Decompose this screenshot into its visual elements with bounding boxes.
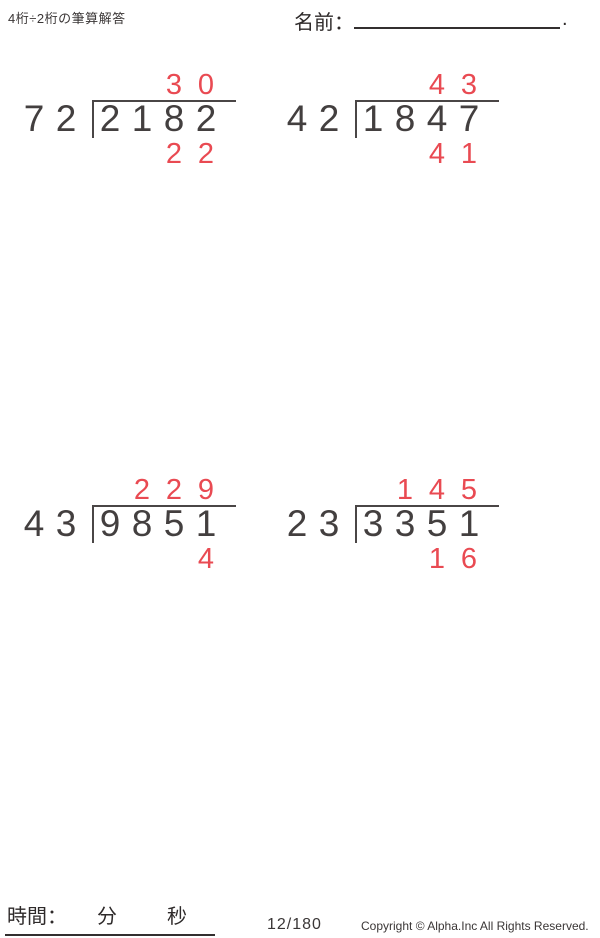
page-number: 12/180 [267, 916, 322, 933]
remainder-digit: 2 [197, 138, 215, 170]
division-problem-4: 1 4 5 2 3 3 3 5 1 1 6 [281, 471, 499, 574]
remainder-digit: 1 [460, 138, 478, 170]
dividend-digit: 3 [362, 503, 384, 544]
divisor-digit: 3 [55, 503, 77, 544]
dividend-digit: 5 [426, 503, 448, 544]
division-body: 4 3 9 8 5 1 [18, 505, 236, 543]
remainder-digit [126, 140, 158, 169]
quotient-row: 4 3 [357, 66, 499, 100]
dividend-digit: 7 [458, 98, 480, 139]
dividend-digit: 1 [362, 98, 384, 139]
dividend-digit: 8 [163, 98, 185, 139]
remainder-digit: 1 [428, 543, 446, 575]
name-line-period: . [562, 8, 568, 30]
minutes-label: 分 [97, 906, 117, 928]
time-label: 時間： [7, 906, 67, 928]
quotient-row: 1 4 5 [357, 471, 499, 505]
remainder-digit [389, 140, 421, 169]
division-body: 7 2 2 1 8 2 [18, 100, 236, 138]
remainder-digit [94, 545, 126, 574]
worksheet-title: 4桁÷2桁の筆算解答 [8, 11, 126, 26]
dividend-digit: 8 [131, 503, 153, 544]
quotient-digit: 9 [197, 474, 215, 506]
dividend-digit: 2 [195, 98, 217, 139]
remainder-digit [94, 140, 126, 169]
remainder-digit [158, 545, 190, 574]
divisor-digit: 7 [23, 98, 45, 139]
division-body: 4 2 1 8 4 7 [281, 100, 499, 138]
divisor: 7 2 [18, 98, 82, 139]
dividend-with-bracket: 1 8 4 7 [355, 100, 499, 138]
quotient-digit: 2 [133, 474, 151, 506]
remainder-digit [357, 140, 389, 169]
remainder-digit: 2 [165, 138, 183, 170]
remainder-row: 4 [94, 545, 236, 574]
division-problem-1: 3 0 7 2 2 1 8 2 2 2 [18, 66, 236, 169]
divisor: 4 2 [281, 98, 345, 139]
quotient-digit: 5 [460, 474, 478, 506]
quotient-row: 2 2 9 [94, 471, 236, 505]
dividend-with-bracket: 3 3 5 1 [355, 505, 499, 543]
remainder-digit [389, 545, 421, 574]
divisor-digit: 2 [286, 503, 308, 544]
division-body: 2 3 3 3 5 1 [281, 505, 499, 543]
division-problem-2: 4 3 4 2 1 8 4 7 4 1 [281, 66, 499, 169]
divisor-digit: 4 [23, 503, 45, 544]
quotient-digit: 2 [165, 474, 183, 506]
division-problem-3: 2 2 9 4 3 9 8 5 1 4 [18, 471, 236, 574]
divisor-digit: 2 [55, 98, 77, 139]
quotient-digit: 4 [428, 69, 446, 101]
remainder-digit [357, 545, 389, 574]
dividend-digit: 5 [163, 503, 185, 544]
remainder-digit: 4 [197, 543, 215, 575]
dividend-with-bracket: 2 1 8 2 [92, 100, 236, 138]
remainder-row: 1 6 [357, 545, 499, 574]
quotient-digit: 3 [165, 69, 183, 101]
remainder-row: 2 2 [94, 140, 236, 169]
divisor: 4 3 [18, 503, 82, 544]
name-label: 名前： [294, 12, 354, 34]
remainder-digit: 6 [460, 543, 478, 575]
quotient-digit: 4 [428, 474, 446, 506]
copyright-text: Copyright © Alpha.Inc All Rights Reserve… [361, 919, 589, 933]
dividend-digit: 9 [99, 503, 121, 544]
dividend-digit: 1 [195, 503, 217, 544]
divisor-digit: 3 [318, 503, 340, 544]
dividend-digit: 2 [99, 98, 121, 139]
remainder-digit [126, 545, 158, 574]
dividend-with-bracket: 9 8 5 1 [92, 505, 236, 543]
quotient-row: 3 0 [94, 66, 236, 100]
seconds-label: 秒 [167, 906, 187, 928]
remainder-row: 4 1 [357, 140, 499, 169]
quotient-digit: 1 [396, 474, 414, 506]
quotient-digit: 3 [460, 69, 478, 101]
name-input-line [354, 7, 560, 29]
dividend-digit: 4 [426, 98, 448, 139]
dividend-digit: 1 [458, 503, 480, 544]
time-input-line: 時間： 分 秒 [5, 900, 215, 936]
dividend-digit: 1 [131, 98, 153, 139]
divisor-digit: 2 [318, 98, 340, 139]
dividend-digit: 8 [394, 98, 416, 139]
dividend-digit: 3 [394, 503, 416, 544]
quotient-digit: 0 [197, 69, 215, 101]
divisor-digit: 4 [286, 98, 308, 139]
remainder-digit: 4 [428, 138, 446, 170]
divisor: 2 3 [281, 503, 345, 544]
